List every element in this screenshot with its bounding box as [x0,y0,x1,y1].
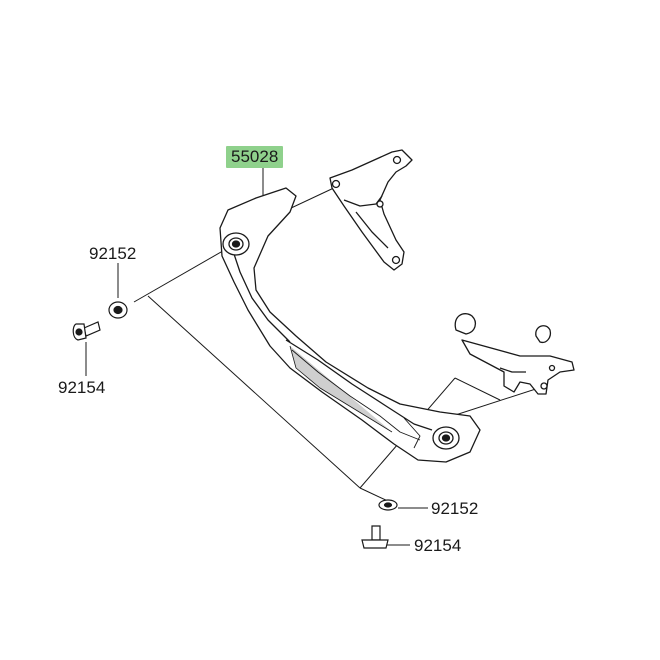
washer-left [108,301,128,319]
part-label-92154-left: 92154 [58,378,106,397]
upper-stay-bracket [329,149,413,271]
part-label-92152-left: 92152 [89,244,137,263]
part-label-55028: 55028 [226,146,284,168]
bolt-right [361,525,389,549]
part-label-92154-right: 92154 [414,536,462,555]
part-label-92152-right: 92152 [431,499,479,518]
meter-mount-bracket [454,313,575,395]
bolt-left [72,321,101,341]
assembly-lines [133,185,546,503]
cowl-bracket-55028 [219,187,481,463]
washer-right [378,499,398,511]
